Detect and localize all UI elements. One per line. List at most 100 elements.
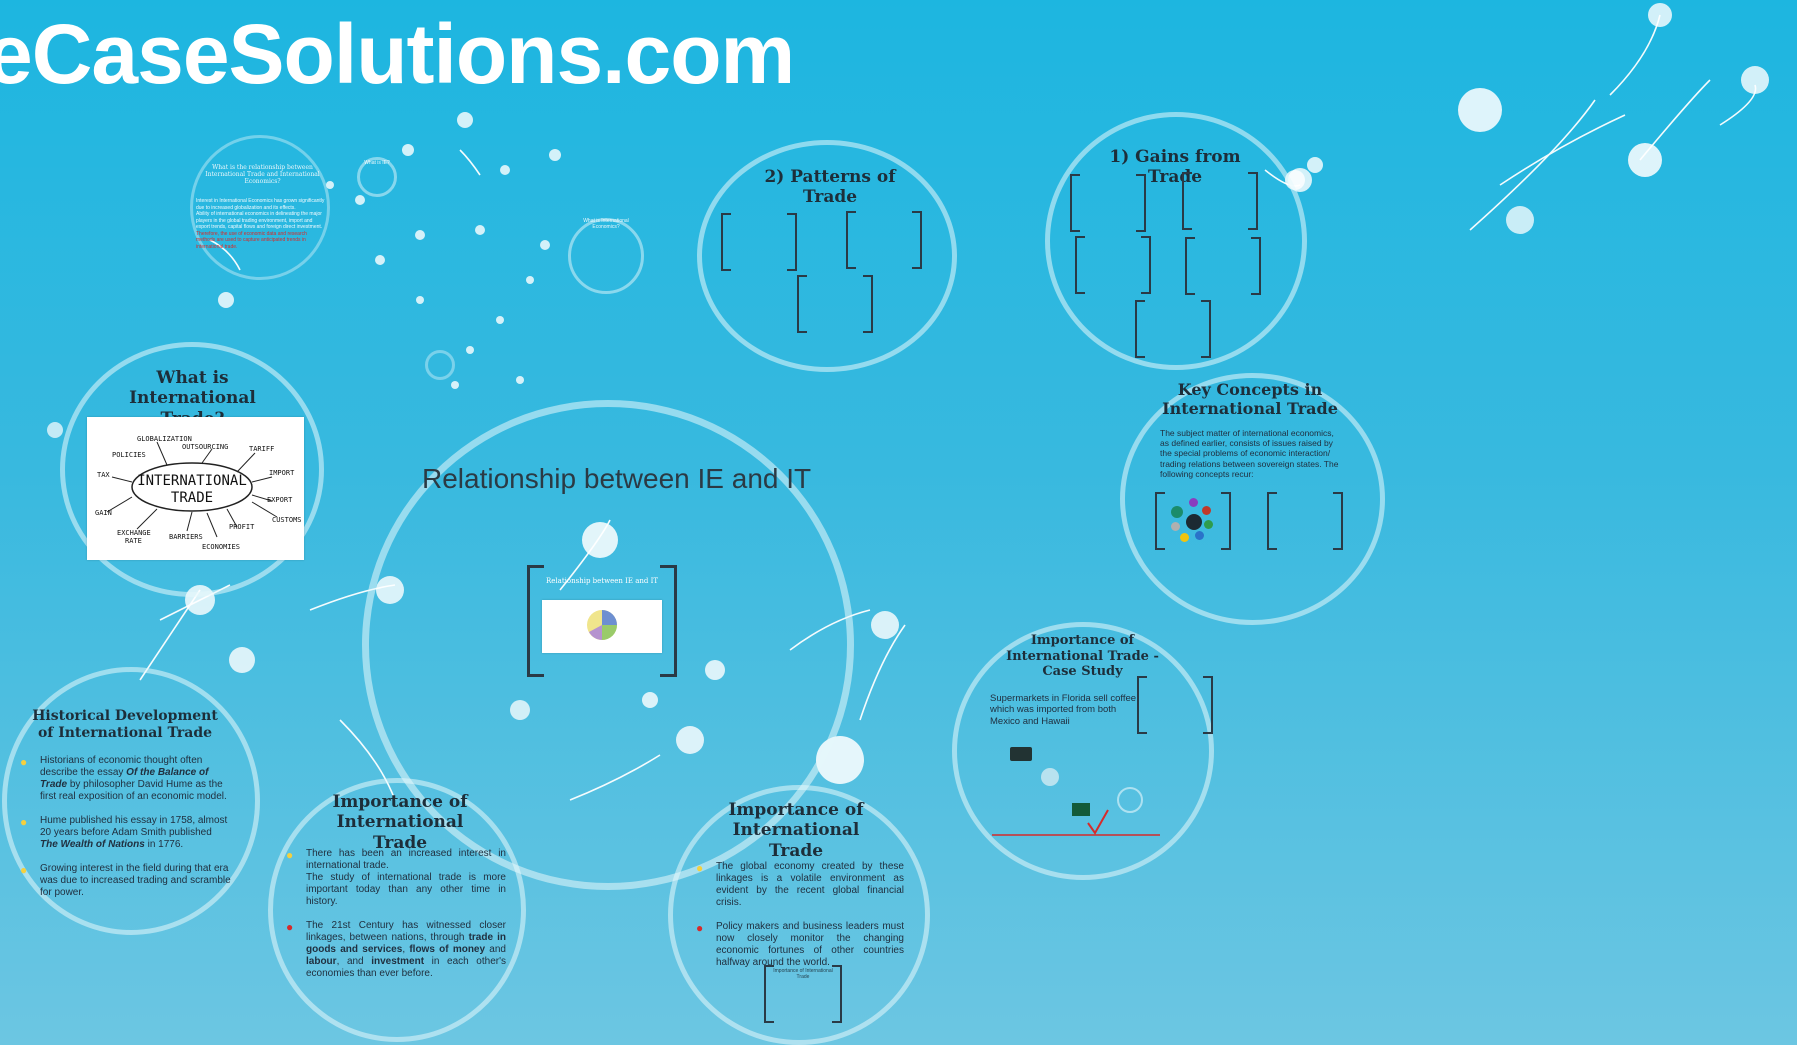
it-word: IMPORT	[269, 469, 295, 477]
key-concepts-frame-2[interactable]	[1267, 492, 1343, 550]
historical-text-3: Growing interest in the field during tha…	[40, 863, 231, 898]
importance-left-bullet-2: ● The 21st Century has witnessed closer …	[286, 920, 506, 980]
it-word: TARIFF	[249, 445, 274, 453]
gains-frame-5[interactable]	[1135, 300, 1211, 358]
historical-bullets: ● Historians of economic thought often d…	[20, 755, 232, 911]
intro-small-label-1: What is International Economics?	[583, 218, 629, 230]
concept-dot	[1171, 522, 1180, 531]
historical-circle[interactable]	[2, 667, 260, 935]
importance-mid-bullet-1: ● The global economy created by these li…	[696, 861, 904, 909]
historical-bullet-2: ● Hume published his essay in 1758, almo…	[20, 815, 232, 851]
intro-bullets: Interest in International Economics has …	[196, 198, 326, 250]
watermark-text: eCaseSolutions.com	[0, 7, 795, 101]
importance-mid-p2: Policy makers and business leaders must …	[716, 921, 904, 968]
relationship-pie-chart	[587, 610, 617, 640]
intro-bullet-3: Therefore, the use of economic data and …	[196, 230, 307, 250]
it-word: OUTSOURCING	[182, 443, 228, 451]
key-concepts-body: The subject matter of international econ…	[1160, 428, 1339, 479]
importance-left-body: ● There has been an increased interest i…	[286, 848, 506, 992]
international-trade-image[interactable]: INTERNATIONAL TRADE GLOBALIZATION OUTSOU…	[87, 417, 304, 560]
case-study-frame[interactable]	[1137, 676, 1213, 734]
it-word: TAX	[97, 471, 110, 479]
intro-small-label-2: What is IE?	[364, 160, 390, 166]
patterns-frame-2[interactable]	[846, 211, 922, 269]
location-pin-icon: ●	[286, 920, 294, 934]
coffee-icon	[1010, 747, 1032, 761]
intro-circle[interactable]	[190, 135, 330, 280]
gains-frame-1[interactable]	[1070, 174, 1146, 232]
case-study-circle[interactable]	[952, 622, 1214, 880]
it-word: GLOBALIZATION	[137, 435, 192, 443]
supermarket-icon	[1072, 803, 1090, 816]
concept-dot	[1204, 520, 1213, 529]
it-word: RATE	[125, 537, 142, 545]
key-concepts-circle[interactable]	[1120, 373, 1385, 625]
relationship-title: Relationship between IE and IT	[422, 463, 812, 494]
key-concepts-title: Key Concepts in International Trade	[1162, 380, 1338, 419]
importance-mid-body: ● The global economy created by these li…	[696, 861, 904, 981]
historical-text-2: Hume published his essay in 1758, almost…	[40, 815, 228, 850]
it-word: BARRIERS	[169, 533, 203, 541]
it-word: GAIN	[95, 509, 112, 517]
what-is-it-circle[interactable]	[60, 342, 324, 597]
lightbulb-icon: ●	[20, 815, 28, 829]
gains-circle[interactable]	[1045, 112, 1307, 370]
importance-mid-frame[interactable]	[764, 965, 842, 1023]
coffee-cup-icon	[1041, 768, 1059, 786]
concept-dot	[1171, 506, 1183, 518]
small-circle	[1117, 787, 1143, 813]
concept-dot	[1186, 514, 1202, 530]
it-word: PROFIT	[229, 523, 255, 531]
check-mark-icon	[1087, 809, 1109, 835]
lightbulb-icon: ●	[20, 863, 28, 877]
historical-bullet-1: ● Historians of economic thought often d…	[20, 755, 232, 803]
intro-question: What is the relationship between Interna…	[205, 164, 320, 186]
gains-frame-3[interactable]	[1075, 236, 1151, 294]
patterns-frame-3[interactable]	[797, 275, 873, 333]
it-word: POLICIES	[112, 451, 146, 459]
relationship-circle[interactable]	[362, 400, 854, 890]
importance-left-p1b: The study of international trade is more…	[306, 872, 506, 907]
lightbulb-icon: ●	[286, 848, 294, 862]
case-study-title: Importance of International Trade - Case…	[1006, 633, 1159, 680]
it-word: EXCHANGE	[117, 529, 151, 537]
relationship-inner-title: Relationship between IE and IT	[546, 577, 659, 585]
importance-left-title: Importance of International Trade	[332, 792, 468, 853]
importance-left-circle[interactable]	[268, 778, 526, 1042]
key-concepts-frame-1[interactable]	[1155, 492, 1231, 550]
gains-frame-4[interactable]	[1185, 237, 1261, 295]
it-word: CUSTOMS	[272, 516, 302, 524]
importance-mid-mini-title: Importance of International Trade	[773, 968, 833, 980]
it-center-label-2: TRADE	[171, 490, 213, 506]
importance-mid-title: Importance of International Trade	[728, 800, 864, 861]
concept-dot	[1180, 533, 1189, 542]
concept-dot	[1189, 498, 1198, 507]
patterns-frame-1[interactable]	[721, 213, 797, 271]
gains-frame-2[interactable]	[1182, 172, 1258, 230]
it-word: ECONOMIES	[202, 543, 240, 551]
importance-left-bullet-1: ● There has been an increased interest i…	[286, 848, 506, 908]
it-word: EXPORT	[267, 496, 293, 504]
lightbulb-icon: ●	[20, 755, 28, 769]
location-pin-icon: ●	[696, 921, 704, 935]
patterns-circle[interactable]	[697, 140, 957, 372]
intro-small-circle-1[interactable]	[357, 157, 397, 197]
what-is-it-title: What is International Trade?	[129, 368, 256, 429]
case-study-body: Supermarkets in Florida sell coffee whic…	[990, 693, 1137, 727]
relationship-chart-image[interactable]	[542, 600, 662, 653]
patterns-title: 2) Patterns of Trade	[764, 167, 896, 208]
historical-title: Historical Development of International …	[32, 708, 218, 741]
intro-bullet-2: Ability of international economics in de…	[196, 211, 323, 230]
case-study-diagram	[992, 747, 1160, 836]
intro-small-circle-2[interactable]	[568, 218, 644, 294]
relationship-frame[interactable]	[527, 565, 677, 677]
importance-left-p1: There has been an increased interest in …	[306, 848, 506, 871]
importance-left-p2: The 21st Century has witnessed closer li…	[306, 920, 506, 979]
concept-dot	[1202, 506, 1211, 515]
concept-dot	[1195, 531, 1204, 540]
importance-mid-bullet-2: ● Policy makers and business leaders mus…	[696, 921, 904, 969]
lightbulb-icon: ●	[696, 861, 704, 875]
intro-small-circle-3[interactable]	[425, 350, 455, 380]
importance-mid-circle[interactable]	[668, 785, 930, 1045]
